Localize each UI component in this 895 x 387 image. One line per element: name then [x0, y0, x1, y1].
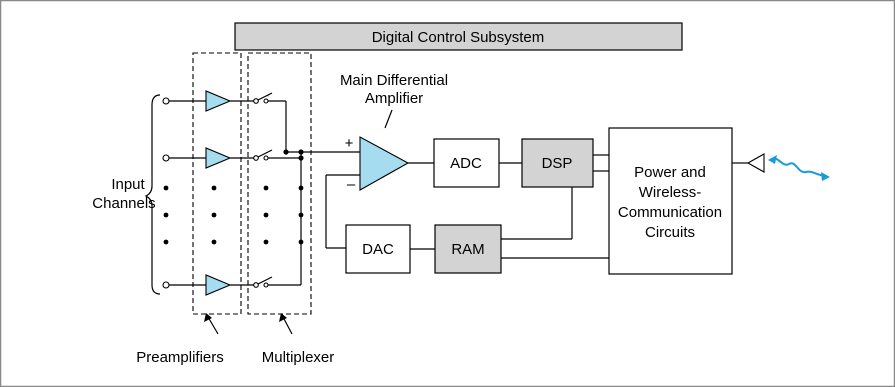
power-label-line3: Communication	[618, 204, 722, 221]
adc-label: ADC	[450, 155, 482, 172]
switch-icon	[253, 276, 273, 288]
switch-icon	[253, 92, 273, 104]
dac-label: DAC	[362, 241, 394, 258]
power-label-line4: Circuits	[645, 224, 695, 241]
input-channels-label-line2: Channels	[92, 195, 155, 212]
plus-sign: +	[345, 135, 354, 152]
power-wireless-block	[608, 127, 733, 275]
input-brace	[144, 94, 161, 295]
dsp-block	[521, 138, 594, 188]
multiplexer-label: Multiplexer	[262, 349, 335, 366]
minus-sign: –	[347, 176, 356, 193]
channel-ellipsis	[163, 185, 304, 245]
input-terminal-2	[162, 154, 170, 162]
input-terminal-1	[162, 97, 170, 105]
preamplifiers-label: Preamplifiers	[136, 349, 224, 366]
ram-block	[434, 224, 502, 274]
switch-icon	[253, 149, 273, 161]
preamp-icon	[205, 274, 232, 296]
title-bar	[234, 22, 683, 51]
main-amp-label-line2: Amplifier	[365, 90, 423, 107]
antenna-icon	[746, 153, 765, 173]
input-terminal-3	[162, 281, 170, 289]
preamplifiers-box	[192, 52, 242, 315]
power-label-line1: Power and	[634, 164, 706, 181]
title-bar-label: Digital Control Subsystem	[372, 29, 545, 46]
preamp-icon	[205, 147, 232, 169]
main-amp-icon	[359, 136, 410, 191]
power-label-line2: Wireless-	[639, 184, 702, 201]
dac-block	[345, 224, 411, 274]
dsp-label: DSP	[542, 155, 573, 172]
wireless-signal-icon	[769, 157, 827, 177]
input-channels-label-line1: Input	[111, 176, 145, 193]
preamp-icon	[205, 90, 232, 112]
multiplexer-box	[247, 52, 312, 315]
main-amp-label-line1: Main Differential	[340, 72, 448, 89]
ram-label: RAM	[451, 241, 484, 258]
